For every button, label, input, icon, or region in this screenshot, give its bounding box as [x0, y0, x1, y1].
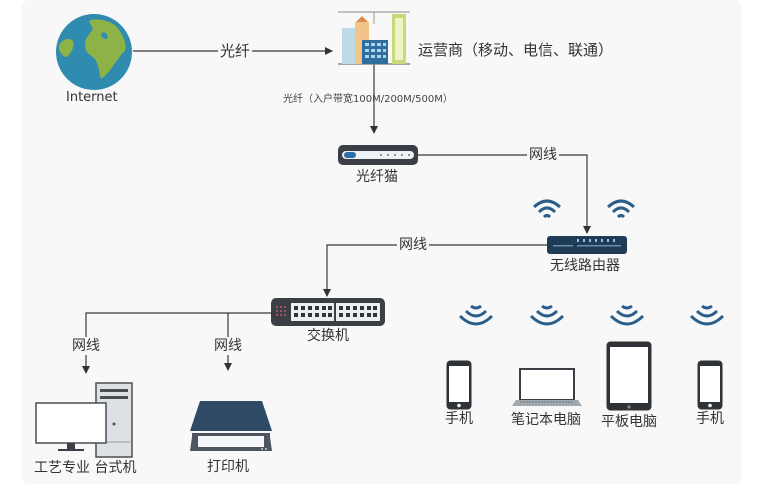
isp-node	[336, 10, 412, 70]
wifi-signal-icon	[458, 304, 494, 326]
internet-node	[55, 13, 133, 95]
link-label-cable-printer: 网线	[213, 337, 243, 355]
router-wifi-left	[532, 197, 562, 223]
desktop-label: 工艺专业 台式机	[34, 460, 137, 476]
laptop-node	[512, 368, 582, 412]
printer-node	[186, 399, 276, 457]
link-switch-desktop	[82, 312, 272, 374]
smartphone-icon	[446, 360, 472, 410]
link-label-fiber-bandwidth: 光纤（入户带宽100M/200M/500M）	[283, 94, 453, 105]
wifi-signal-icon	[529, 304, 565, 326]
router-node	[547, 235, 627, 259]
link-label-cable-desktop: 网线	[71, 337, 101, 355]
wireless-router-icon	[547, 236, 627, 254]
router-label: 无线路由器	[550, 258, 620, 274]
isp-label: 运营商（移动、电信、联通）	[418, 41, 614, 59]
network-switch-icon	[271, 298, 385, 326]
desktop-node	[34, 382, 134, 462]
internet-label: Internet	[66, 90, 118, 105]
phone1-wifi	[457, 302, 495, 334]
link-modem-router	[418, 154, 591, 234]
wifi-signal-icon	[606, 199, 636, 219]
switch-label: 交换机	[307, 328, 349, 344]
buildings-icon	[338, 11, 410, 65]
laptop-icon	[512, 368, 582, 406]
switch-node	[271, 298, 385, 330]
modem-label: 光纤猫	[356, 169, 398, 185]
printer-scanner-icon	[190, 401, 272, 451]
globe-icon	[56, 14, 132, 90]
modem-node	[338, 143, 418, 171]
phone2-node	[697, 360, 723, 414]
link-router-switch	[323, 244, 548, 297]
link-label-cable-modem-router: 网线	[527, 147, 559, 163]
phone2-label: 手机	[696, 411, 724, 427]
phone2-wifi	[688, 302, 726, 334]
wifi-signal-icon	[532, 199, 562, 219]
tablet-label: 平板电脑	[601, 414, 657, 430]
link-label-fiber: 光纤	[218, 42, 253, 60]
tablet-wifi	[608, 302, 646, 334]
link-label-cable-router-switch: 网线	[397, 237, 429, 253]
laptop-label: 笔记本电脑	[511, 412, 581, 428]
laptop-wifi	[528, 302, 566, 334]
router-wifi-right	[606, 197, 636, 223]
wifi-signal-icon	[609, 304, 645, 326]
optical-modem-icon	[338, 145, 418, 165]
tablet-icon	[606, 341, 652, 411]
smartphone-icon	[697, 360, 723, 410]
desktop-computer-icon	[35, 382, 133, 458]
phone1-label: 手机	[445, 411, 473, 427]
wifi-signal-icon	[689, 304, 725, 326]
tablet-node	[606, 341, 652, 415]
printer-label: 打印机	[207, 459, 249, 475]
phone1-node	[446, 360, 472, 414]
